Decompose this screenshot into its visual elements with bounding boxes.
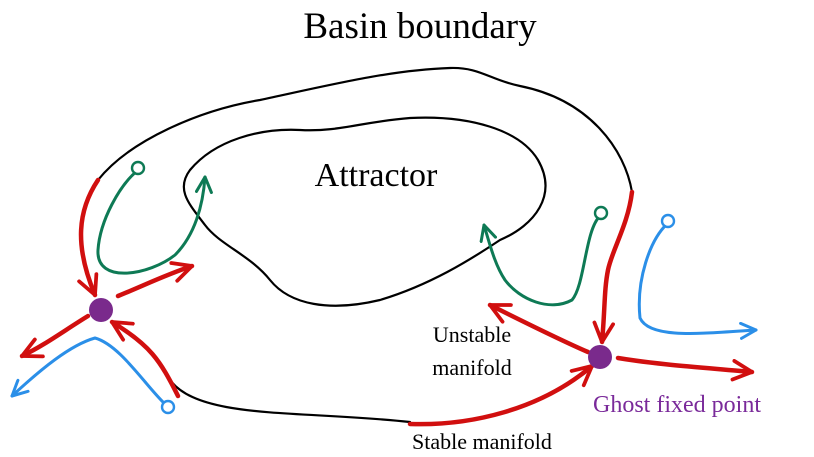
left-stable-manifold-bottom — [109, 319, 181, 399]
left-green-trajectory — [96, 169, 213, 275]
left-blue-trajectory — [10, 336, 167, 406]
unstable-manifold-label-line1: Unstable — [433, 322, 511, 347]
left-green-start-point — [130, 160, 146, 176]
right-ghost-fixed-point — [588, 345, 612, 369]
right-blue-trajectory — [637, 222, 758, 340]
attractor-curve — [182, 116, 547, 307]
basin-boundary-curve — [96, 66, 634, 424]
title-label: Basin boundary — [303, 6, 537, 47]
unstable-manifold-label-line2: manifold — [432, 355, 511, 380]
left-blue-start-point — [160, 399, 176, 415]
left-stable-manifold-top — [77, 177, 101, 298]
right-unstable-manifold-left — [487, 302, 591, 355]
right-blue-start-point — [660, 213, 676, 229]
ghost-fixed-point-label: Ghost fixed point — [593, 392, 761, 418]
right-green-start-point — [593, 205, 609, 221]
right-stable-manifold-bottom — [407, 363, 595, 427]
left-unstable-manifold-left — [19, 313, 91, 359]
attractor-label: Attractor — [315, 157, 438, 194]
right-stable-manifold-top — [592, 189, 635, 345]
right-unstable-manifold-right — [615, 355, 755, 382]
left-ghost-fixed-point — [89, 298, 113, 322]
right-green-trajectory — [479, 214, 602, 307]
stable-manifold-label: Stable manifold — [412, 429, 552, 454]
left-unstable-manifold-right — [115, 261, 195, 299]
